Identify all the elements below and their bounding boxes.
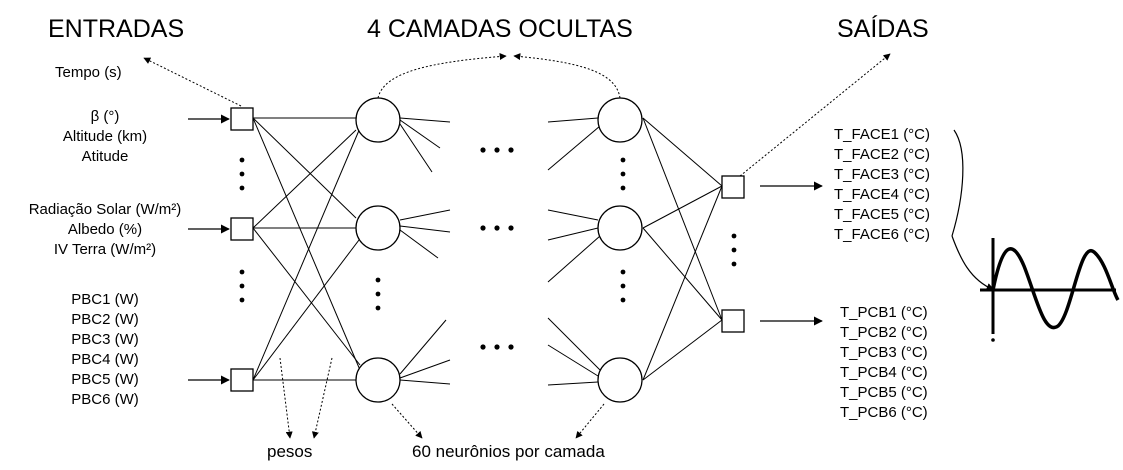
- input-time-label: Tempo (s): [55, 64, 122, 81]
- output-node-2: [721, 309, 745, 333]
- output-label: T_FACE1 (°C): [834, 126, 931, 143]
- output-label: T_FACE5 (°C): [834, 206, 931, 223]
- input-label: PBC6 (W): [71, 391, 139, 408]
- input-label: PBC5 (W): [71, 371, 139, 388]
- inputs-header: ENTRADAS: [48, 15, 185, 43]
- neuron-h1-1: [355, 97, 401, 143]
- output-pcbs-group: T_PCB1 (°C) T_PCB2 (°C) T_PCB3 (°C) T_PC…: [840, 303, 928, 423]
- neurons-annotation: 60 neurônios por camada: [412, 442, 605, 461]
- output-nodes: [721, 175, 745, 333]
- weights-annotation: pesos: [267, 442, 313, 461]
- input-label: PBC2 (W): [71, 311, 139, 328]
- output-label: T_FACE6 (°C): [834, 226, 931, 243]
- hidden-layers-header: 4 CAMADAS OCULTAS: [367, 15, 633, 43]
- input-label: PBC1 (W): [71, 291, 139, 308]
- input-group-1: β (°) Altitude (km) Atitude: [10, 107, 200, 167]
- input-node-1: [230, 107, 254, 131]
- input-label: PBC4 (W): [71, 351, 139, 368]
- output-label: T_PCB6 (°C): [840, 404, 928, 421]
- output-label: T_PCB3 (°C): [840, 344, 928, 361]
- input-group-3: PBC1 (W) PBC2 (W) PBC3 (W) PBC4 (W) PBC5…: [40, 290, 170, 410]
- output-label: T_FACE4 (°C): [834, 186, 931, 203]
- output-label: T_PCB4 (°C): [840, 364, 928, 381]
- vertical-ellipsis-dots: [239, 157, 737, 311]
- dotted-pointers: [143, 53, 891, 439]
- input-arrows: [188, 114, 230, 385]
- output-label: T_FACE2 (°C): [834, 146, 931, 163]
- output-node-1: [721, 175, 745, 199]
- input-label: Atitude: [81, 148, 129, 165]
- output-faces-group: T_FACE1 (°C) T_FACE2 (°C) T_FACE3 (°C) T…: [834, 125, 930, 245]
- output-label: T_FACE3 (°C): [834, 166, 931, 183]
- neuron-h4-3: [597, 357, 643, 403]
- input-label: PBC3 (W): [71, 331, 139, 348]
- input-group-2: Radiação Solar (W/m²) Albedo (%) IV Terr…: [0, 200, 210, 260]
- input-node-3: [230, 368, 254, 392]
- hidden-layer-4: [597, 97, 643, 403]
- neuron-h1-2: [355, 205, 401, 251]
- output-arrows: [760, 181, 823, 326]
- hidden-layer-1: [355, 97, 401, 403]
- neuron-h4-2: [597, 205, 643, 251]
- output-label: T_PCB5 (°C): [840, 384, 928, 401]
- neuron-h4-1: [597, 97, 643, 143]
- input-label: β (°): [90, 108, 120, 125]
- input-node-2: [230, 217, 254, 241]
- signal-wave-icon: [980, 238, 1120, 342]
- output-bracket: [951, 129, 995, 291]
- input-label: Altitude (km): [62, 128, 148, 145]
- horizontal-ellipsis-dots: [480, 147, 514, 350]
- input-label: IV Terra (W/m²): [53, 241, 157, 258]
- output-label: T_PCB2 (°C): [840, 324, 928, 341]
- outputs-header: SAÍDAS: [837, 15, 929, 43]
- input-label: Albedo (%): [67, 221, 143, 238]
- neuron-h1-3: [355, 357, 401, 403]
- output-label: T_PCB1 (°C): [840, 304, 928, 321]
- weight-connections: [252, 117, 723, 386]
- input-nodes: [230, 107, 254, 392]
- input-label: Radiação Solar (W/m²): [28, 201, 182, 218]
